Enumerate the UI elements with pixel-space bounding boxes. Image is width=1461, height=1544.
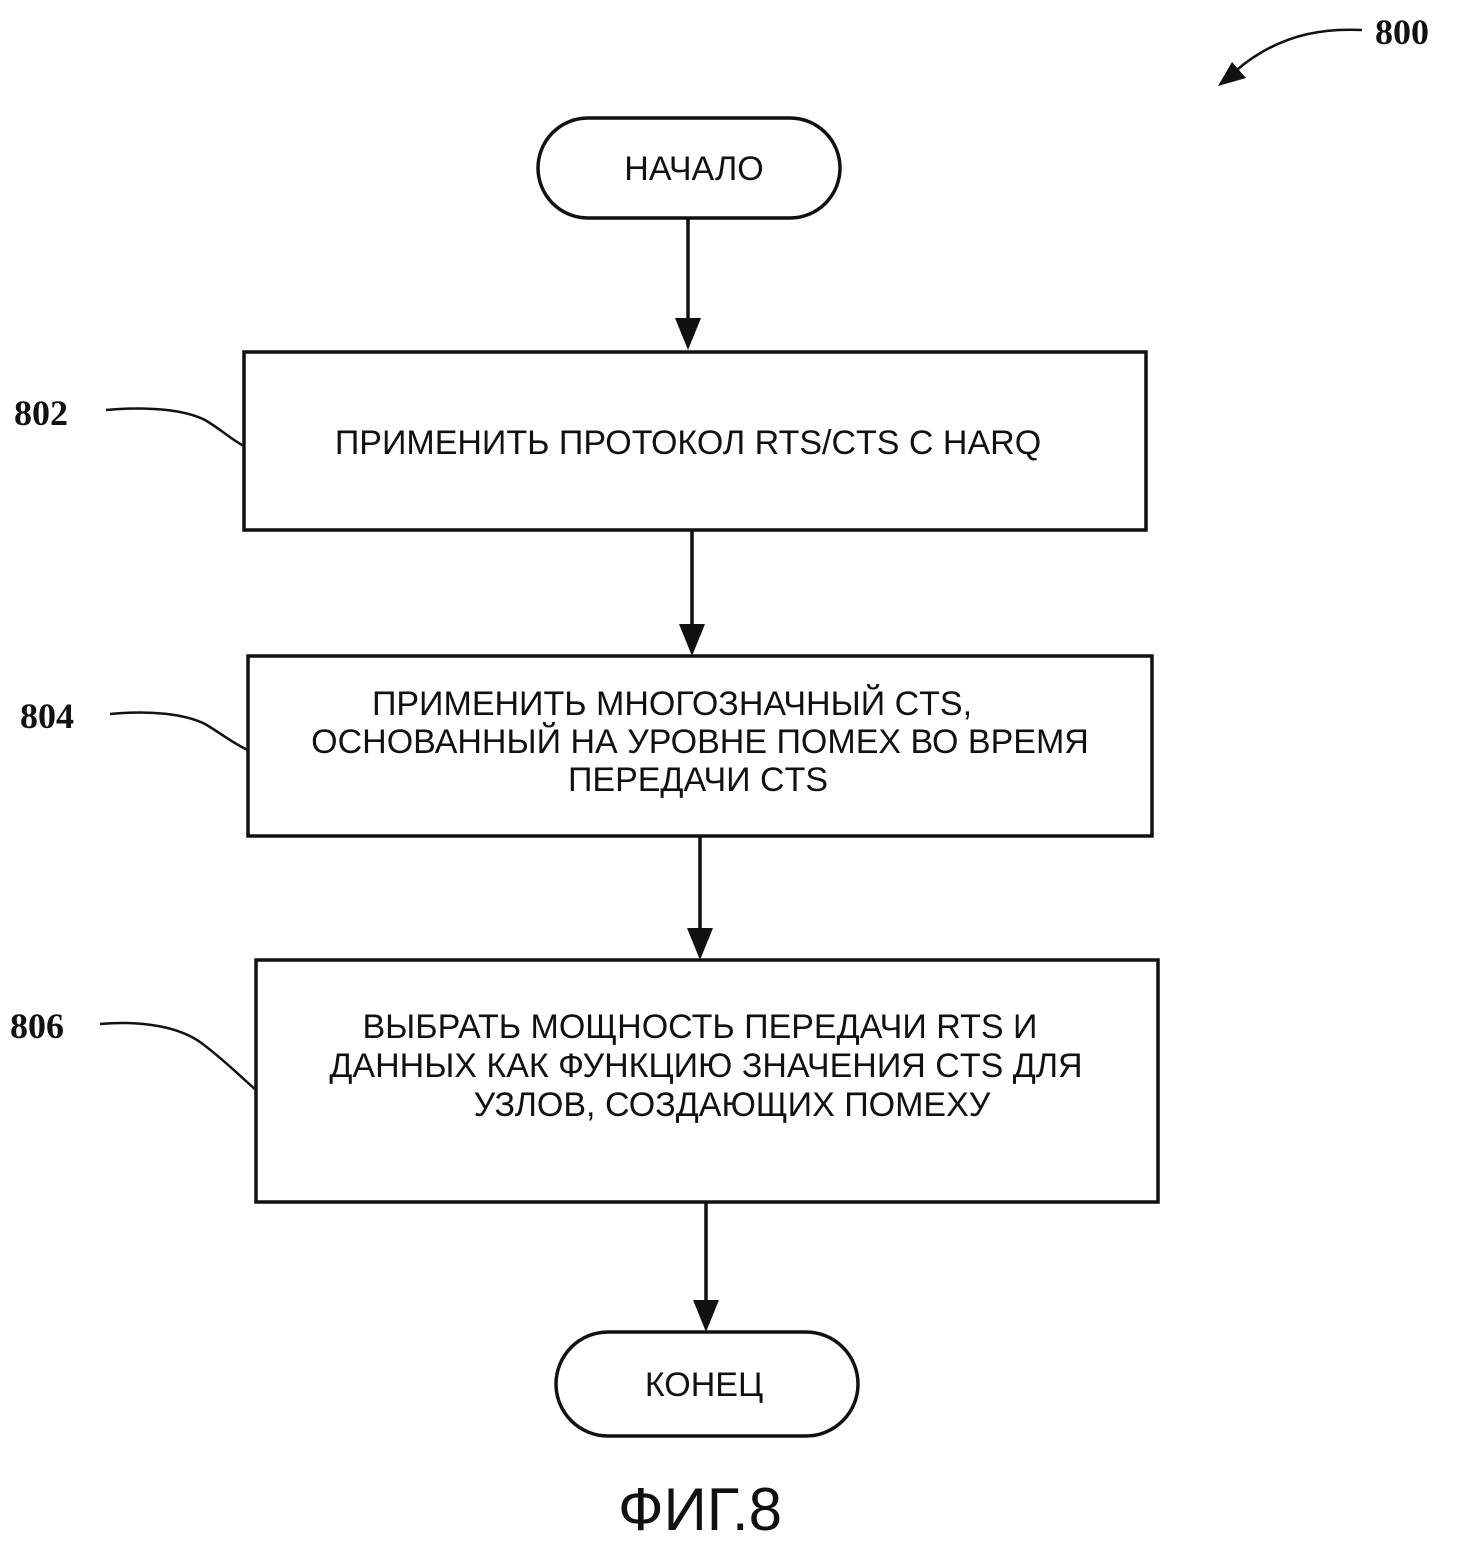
process-box-804: ПРИМЕНИТЬ МНОГОЗНАЧНЫЙ CTS, ОСНОВАННЫЙ Н…: [246, 654, 1154, 838]
arrowhead-804: [679, 624, 705, 656]
step-804-line-1: ПРИМЕНИТЬ МНОГОЗНАЧНЫЙ CTS,: [372, 685, 972, 723]
process-box-806: ВЫБРАТЬ МОЩНОСТЬ ПЕРЕДАЧИ RTS И ДАННЫХ К…: [254, 958, 1160, 1204]
end-terminator: КОНЕЦ: [554, 1330, 860, 1438]
step-802-ref: 802: [14, 393, 68, 433]
step-806-line-2: ДАННЫХ КАК ФУНКЦИЮ ЗНАЧЕНИЯ CTS ДЛЯ: [329, 1047, 1082, 1085]
step-806-line-3: УЗЛОВ, СОЗДАЮЩИХ ПОМЕХУ: [474, 1086, 991, 1124]
step-802-line-1: ПРИМЕНИТЬ ПРОТОКОЛ RTS/CTS С HARQ: [335, 424, 1041, 462]
step-806-line-1: ВЫБРАТЬ МОЩНОСТЬ ПЕРЕДАЧИ RTS И: [363, 1008, 1038, 1046]
arrowhead-end: [693, 1300, 719, 1332]
figure-caption: ФИГ.8: [618, 1476, 782, 1543]
step-804-line-3: ПЕРЕДАЧИ CTS: [568, 761, 828, 799]
diagram-ref-label: 800: [1375, 12, 1429, 52]
diagram-ref-arrowhead: [1218, 62, 1246, 86]
end-label: КОНЕЦ: [645, 1366, 763, 1404]
step-804-line-2: ОСНОВАННЫЙ НА УРОВНЕ ПОМЕХ ВО ВРЕМЯ: [311, 723, 1089, 761]
step-806-leader: [99, 1021, 257, 1091]
step-804-ref: 804: [20, 696, 74, 736]
start-label: НАЧАЛО: [624, 150, 763, 188]
diagram-ref-pointer: [1225, 28, 1363, 81]
step-802-leader: [105, 407, 245, 448]
step-806-ref: 806: [10, 1006, 64, 1046]
arrowhead-802: [675, 318, 701, 350]
process-box-802: ПРИМЕНИТЬ ПРОТОКОЛ RTS/CTS С HARQ: [242, 350, 1148, 532]
arrowhead-806: [687, 928, 713, 960]
step-804-leader: [109, 711, 249, 752]
start-terminator: НАЧАЛО: [536, 116, 842, 220]
